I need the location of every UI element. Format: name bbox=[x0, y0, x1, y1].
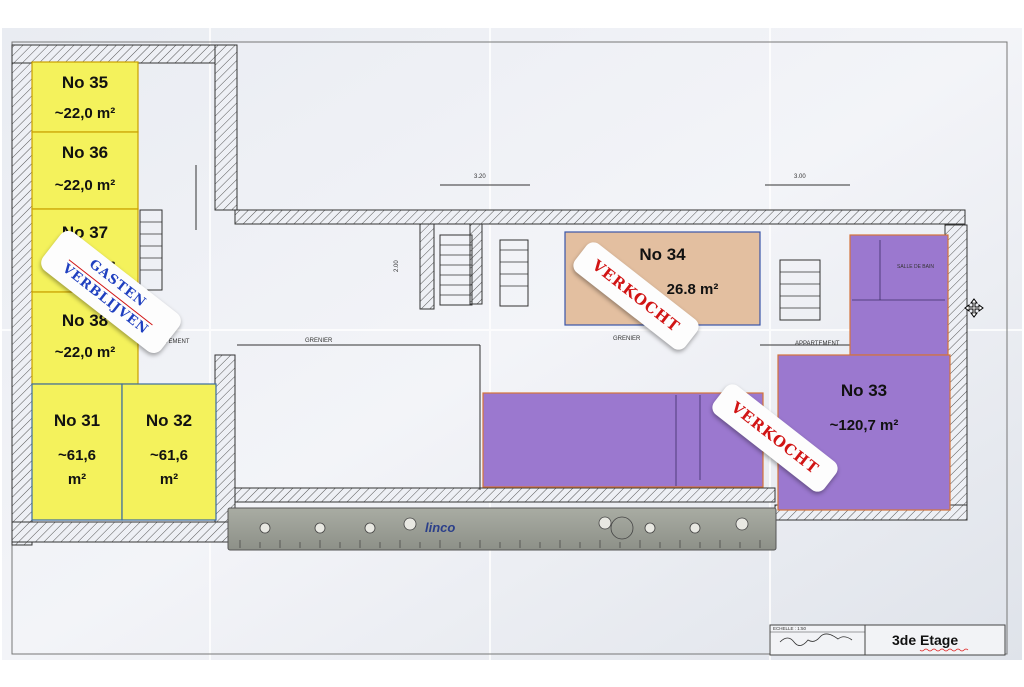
title-block-scale: ECHELLE : 1:50 bbox=[773, 626, 807, 631]
overlay-lines bbox=[675, 240, 945, 486]
room-36 bbox=[31, 131, 139, 210]
room-32-area-unit: m² bbox=[159, 471, 179, 488]
room-38-area: ~22,0 m² bbox=[54, 344, 116, 361]
room-31-area-unit: m² bbox=[67, 471, 87, 488]
signature bbox=[779, 633, 853, 646]
plan-label-grenier-left: GRENIER bbox=[305, 338, 333, 344]
room-34-number: No 34 bbox=[639, 245, 686, 264]
room-32-area-value: ~61,6 bbox=[150, 447, 188, 464]
room-34-area: 26.8 m² bbox=[666, 281, 719, 298]
dim-top-center: 3.20 bbox=[474, 174, 486, 180]
plan-label-appartement-right: APPARTEMENT bbox=[795, 341, 840, 347]
dim-top-right: 3.00 bbox=[794, 174, 806, 180]
room-33-area: ~120,7 m² bbox=[829, 417, 899, 434]
plan-label-salle-de-bain: SALLE DE BAIN bbox=[897, 264, 934, 270]
plan-label-grenier-center: GRENIER bbox=[613, 336, 641, 342]
room-37-number: No 37 bbox=[61, 223, 109, 242]
title-block: ECHELLE : 1:50 3de Etage bbox=[769, 624, 1006, 656]
plan-label-appartement-left: APPARTEMENT bbox=[145, 339, 190, 345]
room-33-upper bbox=[849, 234, 949, 356]
room-31 bbox=[31, 383, 123, 521]
room-36-area: ~22,0 m² bbox=[54, 177, 116, 194]
floor-label: 3de Etage bbox=[892, 632, 958, 648]
stair-treads bbox=[140, 221, 820, 309]
room-31-area-value: ~61,6 bbox=[58, 447, 96, 464]
room-35-area: ~22,0 m² bbox=[54, 105, 116, 122]
spellcheck-underline bbox=[919, 648, 969, 652]
room-35 bbox=[31, 61, 139, 133]
dim-side: 2.00 bbox=[394, 260, 400, 272]
room-32 bbox=[121, 383, 217, 521]
room-33-number: No 33 bbox=[840, 381, 888, 400]
room-32-number: No 32 bbox=[145, 411, 193, 430]
room-overlays bbox=[31, 61, 951, 521]
room-36-number: No 36 bbox=[61, 143, 109, 162]
room-38-number: No 38 bbox=[61, 311, 109, 330]
move-cursor-icon bbox=[964, 298, 984, 318]
room-35-number: No 35 bbox=[61, 73, 109, 92]
ruler: linco bbox=[227, 507, 777, 551]
ruler-brand: linco bbox=[425, 520, 455, 535]
room-31-number: No 31 bbox=[53, 411, 101, 430]
